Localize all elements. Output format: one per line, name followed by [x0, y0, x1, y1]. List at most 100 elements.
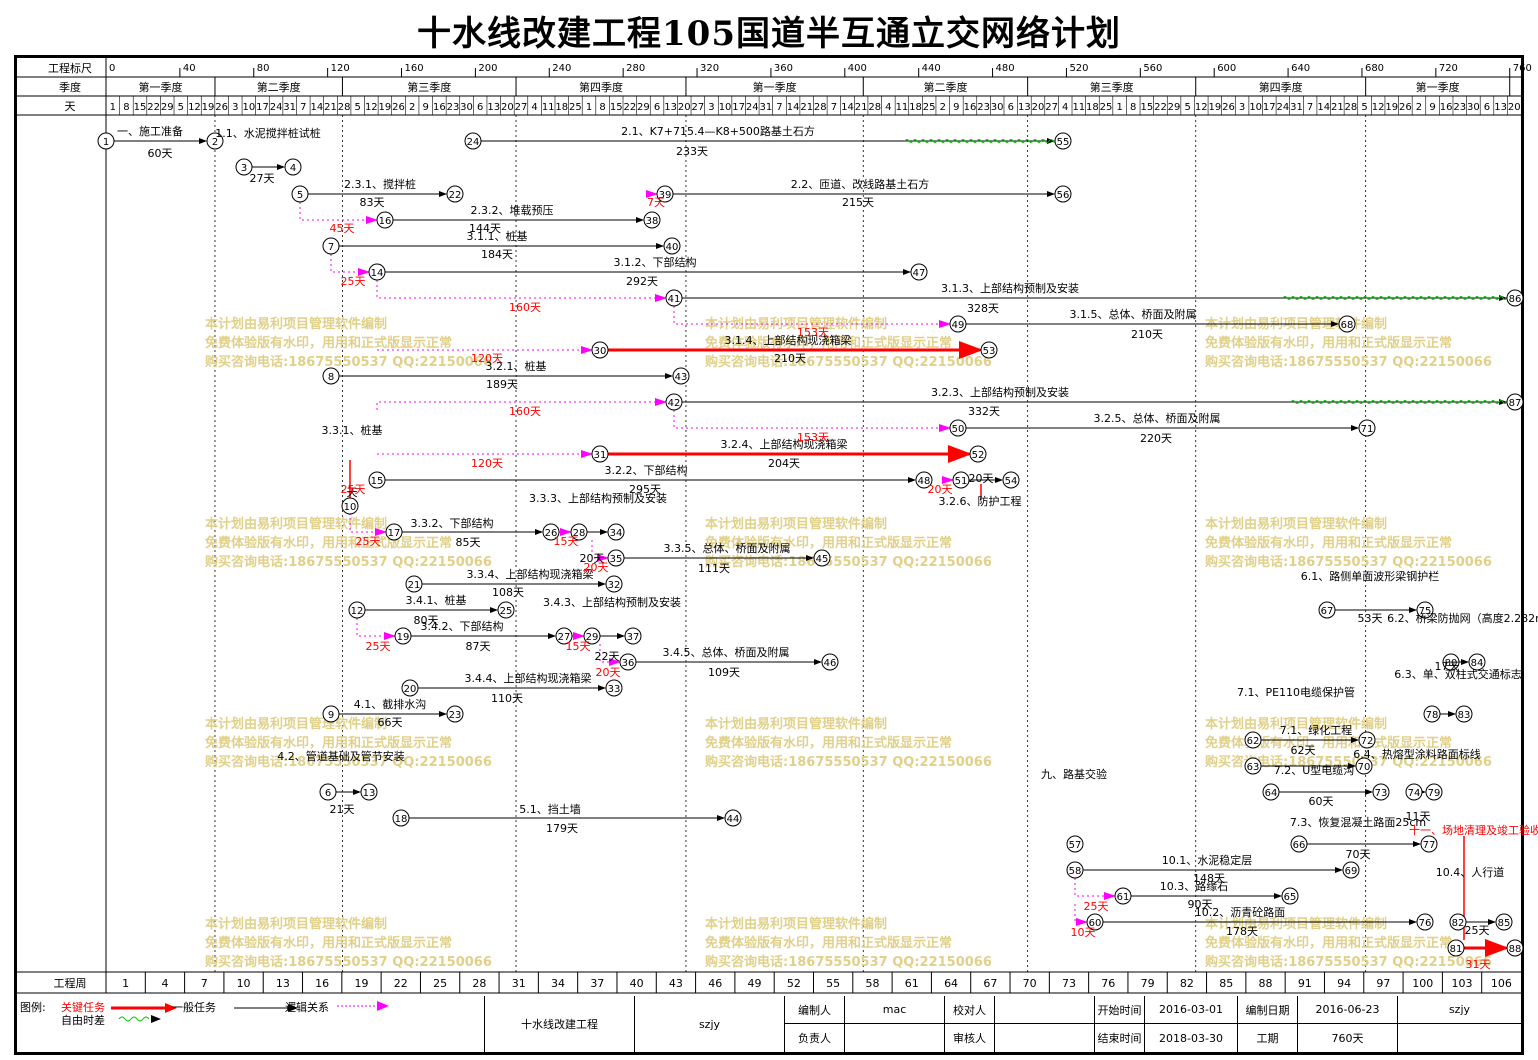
event-node — [1372, 783, 1390, 801]
task-duration: 27天 — [250, 172, 275, 185]
day-label: 19 — [1209, 102, 1222, 113]
watermark-layer: 本计划由易利项目管理软件编制 免费体验版有水印，用用和正式版显示正常购买咨询电话:… — [205, 316, 1492, 970]
task-label: 5.1、挡土墙 — [519, 802, 581, 816]
task-label: 6.2、桥梁防抛网（高度2.282m） — [1387, 611, 1538, 625]
event-node-number: 74 — [1408, 788, 1421, 799]
task-label: 3.3.2、下部结构 — [411, 516, 494, 530]
task-label: 2.3.1、搅拌桩 — [344, 177, 416, 191]
day-label: 17 — [1263, 102, 1276, 113]
logic-relation — [673, 410, 951, 432]
day-label: 5 — [1361, 102, 1367, 113]
watermark-line: 本计划由易利项目管理软件编制 — [705, 916, 887, 932]
week-label: 28 — [472, 977, 486, 990]
week-label: 100 — [1412, 977, 1433, 990]
task-label: 十一、场地清理及竣工验收 — [1409, 823, 1538, 837]
event-node — [1066, 835, 1084, 853]
event-node-number: 22 — [449, 190, 462, 201]
event-node — [663, 237, 681, 255]
task-label: 10.1、水泥稳定层 — [1162, 853, 1253, 867]
event-node-number: 44 — [727, 814, 740, 825]
watermark-line: 本计划由易利项目管理软件编制 — [205, 716, 387, 732]
day-label: 18 — [909, 102, 922, 113]
event-node-number: 15 — [371, 476, 384, 487]
float-label: 20天 — [596, 666, 621, 679]
event-node-number: 20 — [404, 684, 417, 695]
event-node — [1506, 939, 1524, 957]
day-label: 19 — [202, 102, 215, 113]
footer-checker — [994, 996, 1094, 1024]
quarter-label: 第四季度 — [1259, 80, 1303, 94]
week-label: 79 — [1141, 977, 1155, 990]
day-label: 9 — [1429, 102, 1435, 113]
event-node — [619, 653, 637, 671]
logic-relation — [330, 254, 370, 276]
task-duration: 20天 — [969, 472, 994, 485]
task-duration: 62天 — [1291, 744, 1316, 757]
event-node-number: 51 — [955, 476, 968, 487]
event-node — [322, 237, 340, 255]
watermark-line: 本计划由易利项目管理软件编制 — [1205, 716, 1387, 732]
footer-end: 2018-03-30 — [1144, 1024, 1237, 1052]
day-label: 4 — [1062, 102, 1068, 113]
week-label: 34 — [551, 977, 565, 990]
legend-normal: 一般任务 — [172, 1001, 216, 1014]
day-label: 23 — [447, 102, 460, 113]
task-label: 7.3、恢复混凝土路面25cm — [1290, 815, 1426, 829]
day-label: 4 — [531, 102, 537, 113]
scale-tick-label: 280 — [626, 63, 645, 74]
watermark-line: 购买咨询电话:18675550537 QQ:22150066 — [705, 354, 992, 370]
week-label: 97 — [1376, 977, 1390, 990]
week-label: 22 — [394, 977, 408, 990]
header-row-label: 工程标尺 — [48, 61, 92, 75]
day-label: 14 — [841, 102, 854, 113]
event-node — [1244, 731, 1262, 749]
event-node — [1449, 913, 1467, 931]
task-duration: 20天 — [580, 552, 605, 565]
day-label: 30 — [1467, 102, 1480, 113]
event-node — [1358, 731, 1376, 749]
event-node — [1054, 185, 1072, 203]
day-label: 31 — [283, 102, 296, 113]
week-label: 70 — [1023, 977, 1037, 990]
scale-tick-label: 40 — [183, 63, 196, 74]
task-duration: 220天 — [1140, 432, 1172, 445]
event-node — [607, 523, 625, 541]
footer-start-label: 开始时间 — [1094, 996, 1144, 1024]
event-node — [1002, 471, 1020, 489]
task-duration: 66天 — [378, 716, 403, 729]
watermark-line: 免费体验版有水印，用用和正式版显示正常 — [705, 335, 952, 351]
event-node-number: 85 — [1498, 918, 1511, 929]
day-label: 13 — [1494, 102, 1507, 113]
day-label: 30 — [991, 102, 1004, 113]
task-duration: 144天 — [469, 222, 501, 235]
event-node — [385, 523, 403, 541]
event-node — [607, 549, 625, 567]
event-node-number: 18 — [395, 814, 408, 825]
task-label: 4.1、截排水沟 — [354, 697, 427, 711]
day-label: 26 — [215, 102, 228, 113]
day-label: 9 — [423, 102, 429, 113]
week-row-label: 工程周 — [54, 977, 87, 990]
event-node-number: 81 — [1450, 944, 1463, 955]
event-node — [555, 627, 573, 645]
event-node-number: 48 — [918, 476, 931, 487]
week-label: 58 — [865, 977, 879, 990]
event-node — [1455, 705, 1473, 723]
task-duration: 83天 — [360, 196, 385, 209]
quarter-label: 第三季度 — [1090, 80, 1134, 94]
event-node — [394, 627, 412, 645]
day-label: 1 — [110, 102, 116, 113]
day-label: 31 — [760, 102, 773, 113]
event-node-number: 10 — [344, 502, 357, 513]
float-label: 160天 — [509, 405, 541, 418]
footer-start: 2016-03-01 — [1144, 996, 1237, 1024]
event-node — [497, 601, 515, 619]
watermark-line: 本计划由易利项目管理软件编制 — [705, 516, 887, 532]
event-node-number: 17 — [388, 528, 401, 539]
event-node — [952, 471, 970, 489]
event-node — [368, 471, 386, 489]
event-node-number: 60 — [1089, 918, 1102, 929]
quarter-label: 第三季度 — [407, 80, 451, 94]
task-duration: 233天 — [676, 145, 708, 158]
day-label: 1 — [586, 102, 592, 113]
